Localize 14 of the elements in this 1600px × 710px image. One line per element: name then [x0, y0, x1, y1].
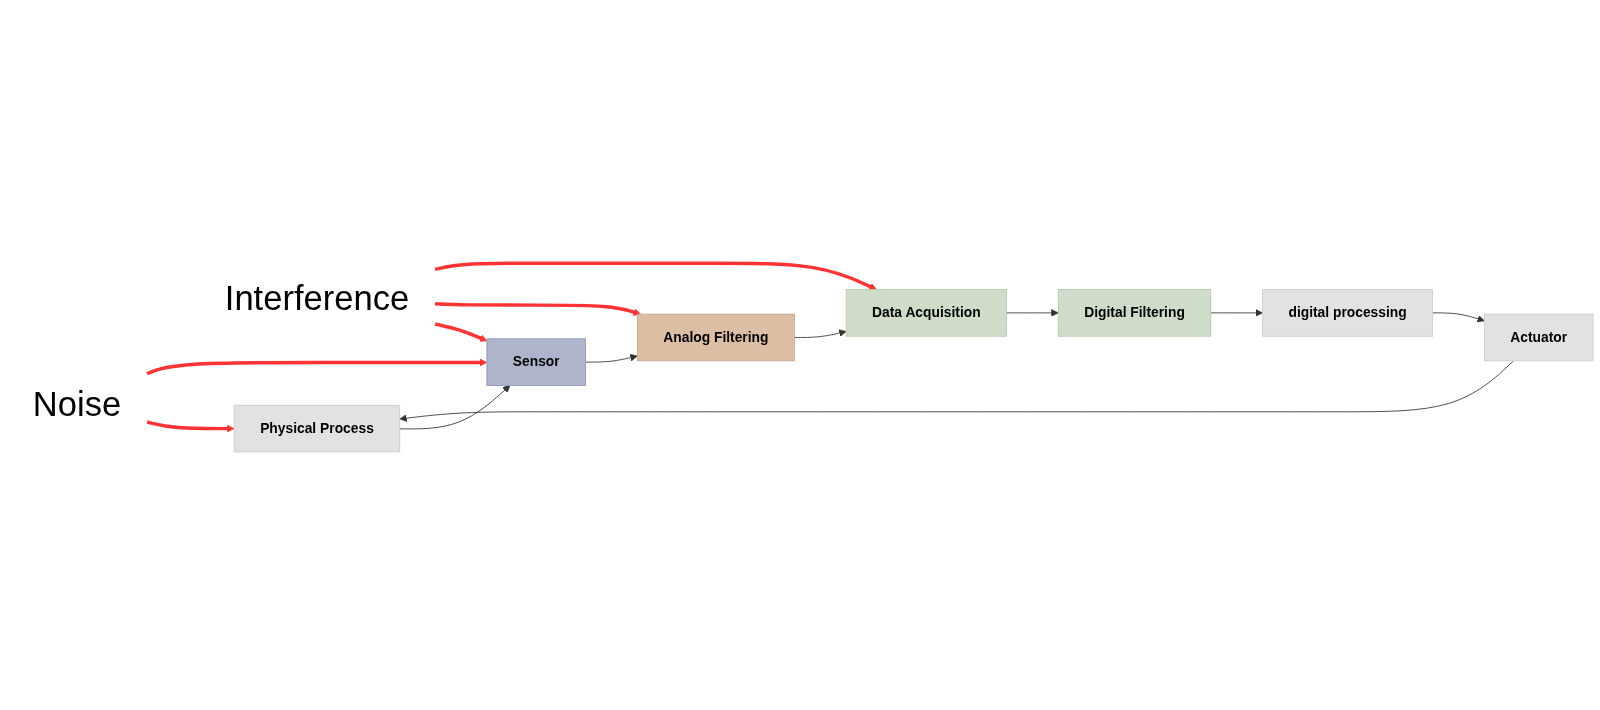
node-box: Analog Filtering [636, 313, 795, 361]
arrow [146, 358, 488, 375]
node-box: Sensor [486, 337, 586, 386]
node-text: Noise [32, 384, 122, 423]
node-box: Data Acquisition [845, 288, 1007, 337]
arrow [434, 261, 877, 290]
arrow [146, 419, 235, 432]
node-box: Digital Filtering [1057, 288, 1212, 337]
arrow [434, 321, 488, 342]
node-box: Actuator [1484, 313, 1594, 361]
node-box: digital processing [1262, 288, 1434, 337]
node-box: Physical Process [233, 404, 401, 452]
node-text: Interference [224, 278, 410, 317]
arrow [435, 301, 642, 316]
